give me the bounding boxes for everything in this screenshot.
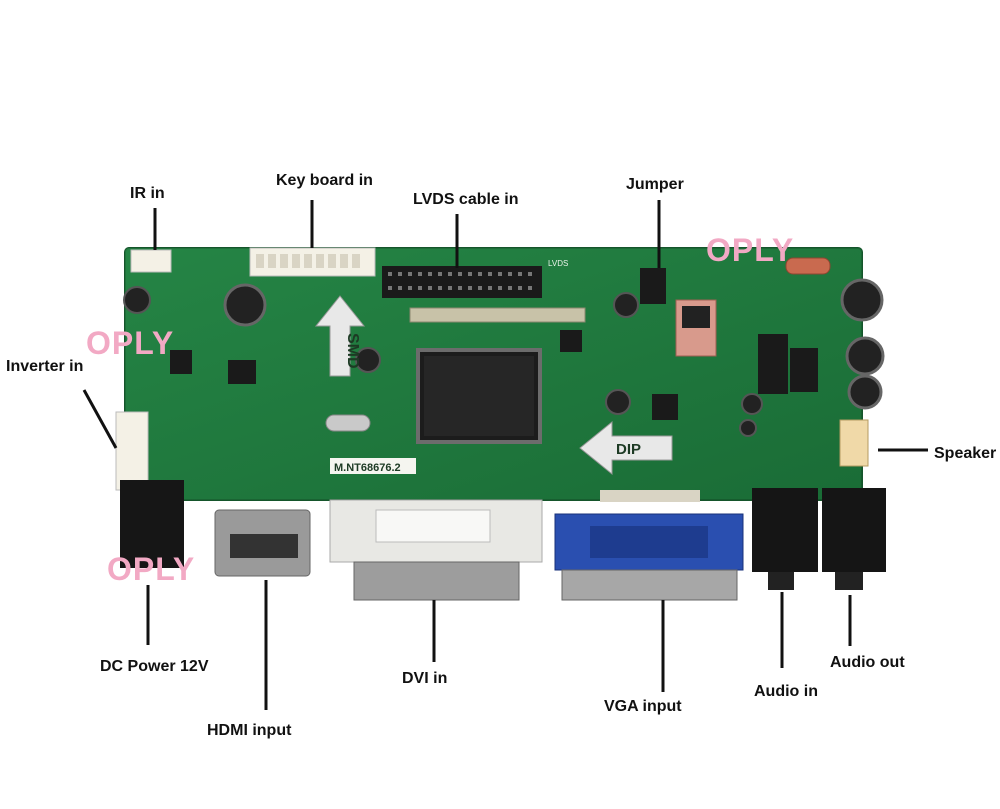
audio-in-jack	[752, 488, 818, 572]
dip-arrow: DIP	[579, 420, 673, 476]
inverter-connector	[115, 411, 149, 491]
inverter-in-label: Inverter in	[6, 358, 84, 375]
jumper-block	[640, 268, 666, 304]
dip-label: DIP	[616, 441, 641, 458]
jumper-label: Jumper	[626, 176, 684, 193]
dc-power-label: DC Power 12V	[100, 658, 209, 675]
board-model-label: M.NT68676.2	[334, 462, 401, 474]
lvds-silk-label: LVDS	[548, 259, 568, 268]
ir-connector	[130, 249, 172, 273]
watermark: OPLY	[86, 325, 175, 361]
lvds-cable-in-label: LVDS cable in	[413, 191, 519, 208]
audio-in-label: Audio in	[754, 683, 818, 700]
audio-out-jack	[822, 488, 886, 572]
smd-label: SMD	[344, 333, 361, 369]
ir-in-label: IR in	[130, 185, 165, 202]
keyboard-in-label: Key board in	[276, 172, 373, 189]
dc-power-jack	[120, 480, 184, 568]
hdmi-input-label: HDMI input	[207, 722, 292, 739]
dvi-in-label: DVI in	[402, 670, 448, 687]
capacitors	[123, 278, 885, 437]
leader-lines	[82, 200, 928, 710]
smd-arrow: SMD	[314, 295, 366, 377]
speaker-connector	[839, 419, 869, 467]
audio-out-label: Audio out	[830, 654, 905, 671]
watermark: OPLY	[706, 232, 795, 268]
vga-input-label: VGA input	[604, 698, 682, 715]
lvds-header	[382, 266, 542, 298]
watermark: OPLY	[107, 551, 196, 587]
speaker-label: Speaker	[934, 445, 997, 462]
